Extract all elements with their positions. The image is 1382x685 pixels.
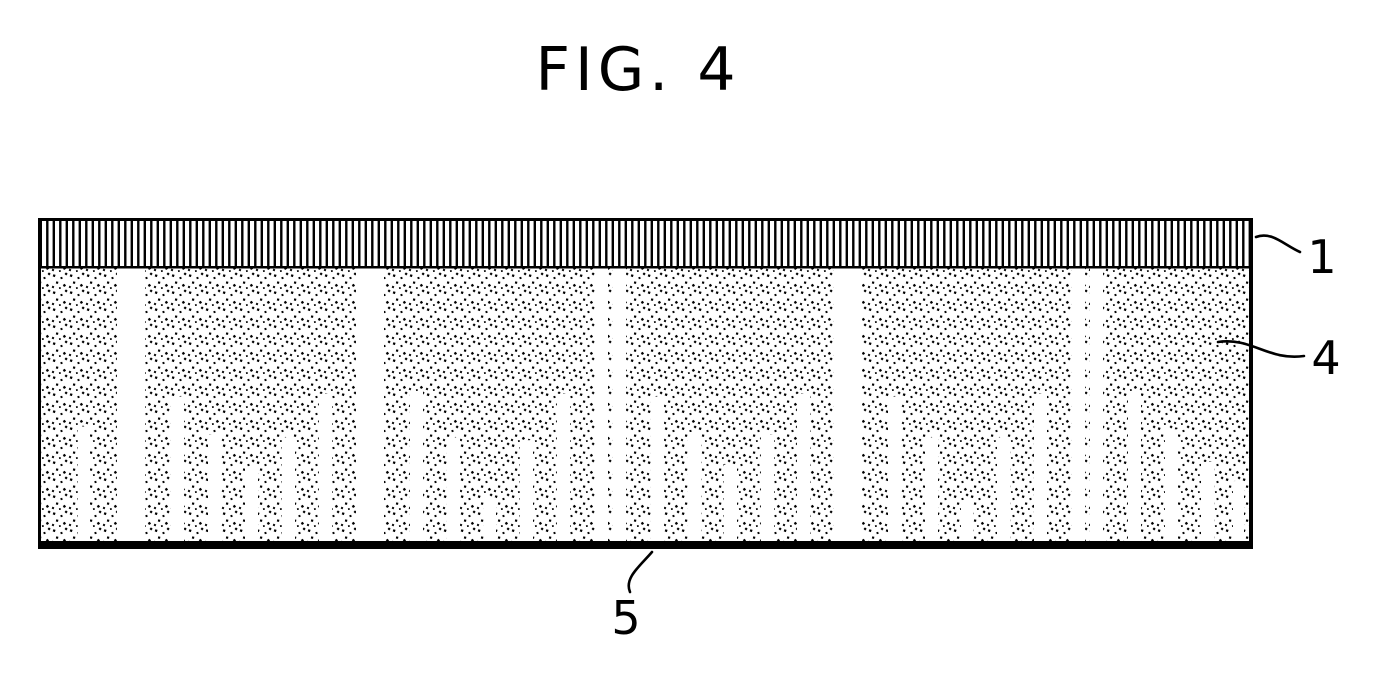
channel — [1034, 393, 1047, 541]
channel — [410, 391, 423, 541]
leader-line-4 — [1216, 340, 1306, 358]
channel — [888, 396, 901, 541]
channel — [117, 268, 145, 541]
channel — [1090, 268, 1103, 541]
channel — [595, 268, 608, 541]
ref-label-1: 1 — [1307, 230, 1336, 284]
channel — [1072, 268, 1085, 541]
leader-line-1 — [1254, 234, 1302, 254]
channel — [1233, 481, 1244, 541]
ref-label-5: 5 — [611, 591, 640, 645]
channel — [724, 464, 737, 541]
stippled-body-layer — [41, 268, 1249, 541]
channel — [834, 268, 862, 541]
channel — [282, 437, 295, 541]
channel — [484, 497, 496, 541]
channel — [797, 393, 810, 541]
channel — [447, 437, 460, 541]
channel — [1201, 461, 1214, 541]
channel — [1128, 391, 1141, 541]
channel — [997, 437, 1010, 541]
channel — [688, 432, 701, 541]
figure-title: FIG. 4 — [535, 35, 740, 105]
device-cross-section — [38, 218, 1253, 549]
channel — [208, 434, 221, 541]
channel-group — [78, 268, 1244, 541]
channel — [651, 396, 664, 541]
channel — [613, 268, 626, 541]
annotations: 1 4 5 — [611, 230, 1340, 645]
channel — [925, 437, 938, 541]
channel — [171, 396, 184, 541]
ref-label-4: 4 — [1311, 331, 1340, 385]
channel — [961, 500, 973, 541]
channel — [520, 440, 533, 541]
channel — [356, 268, 384, 541]
frame-right-line — [1249, 218, 1253, 549]
channel — [319, 393, 332, 541]
channel — [557, 393, 570, 541]
frame-left-line — [38, 218, 41, 549]
channel — [761, 434, 774, 541]
leader-line-5 — [627, 550, 654, 594]
channel — [1165, 429, 1178, 541]
frame-bottom-line — [38, 541, 1253, 549]
channel — [245, 467, 258, 541]
channel — [78, 426, 90, 541]
layer-separator-line — [38, 266, 1253, 269]
hatched-top-layer — [41, 221, 1249, 266]
frame-top-line — [38, 218, 1253, 221]
